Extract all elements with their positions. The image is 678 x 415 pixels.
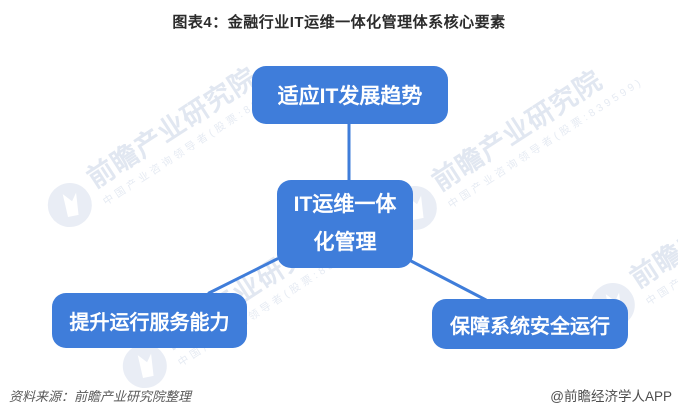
credit-note: @前瞻经济学人APP (550, 389, 672, 404)
source-note: 资料来源：前瞻产业研究院整理 (9, 389, 192, 404)
node-it-ops-integration: IT运维一体化管理 (277, 180, 413, 268)
chart-title: 图表4：金融行业IT运维一体化管理体系核心要素 (172, 14, 506, 31)
node-improve-service-capability: 提升运行服务能力 (52, 293, 247, 348)
node-ensure-safe-operation: 保障系统安全运行 (432, 299, 628, 349)
node-label: 保障系统安全运行 (450, 315, 610, 338)
node-label: 提升运行服务能力 (69, 312, 230, 334)
connector-center-bottomleft (207, 257, 279, 295)
node-adapt-it-trend: 适应IT发展趋势 (252, 66, 448, 124)
connector-center-bottomright (409, 259, 488, 302)
node-label: 适应IT发展趋势 (277, 85, 423, 108)
node-label: IT运维一体化管理 (293, 193, 397, 254)
